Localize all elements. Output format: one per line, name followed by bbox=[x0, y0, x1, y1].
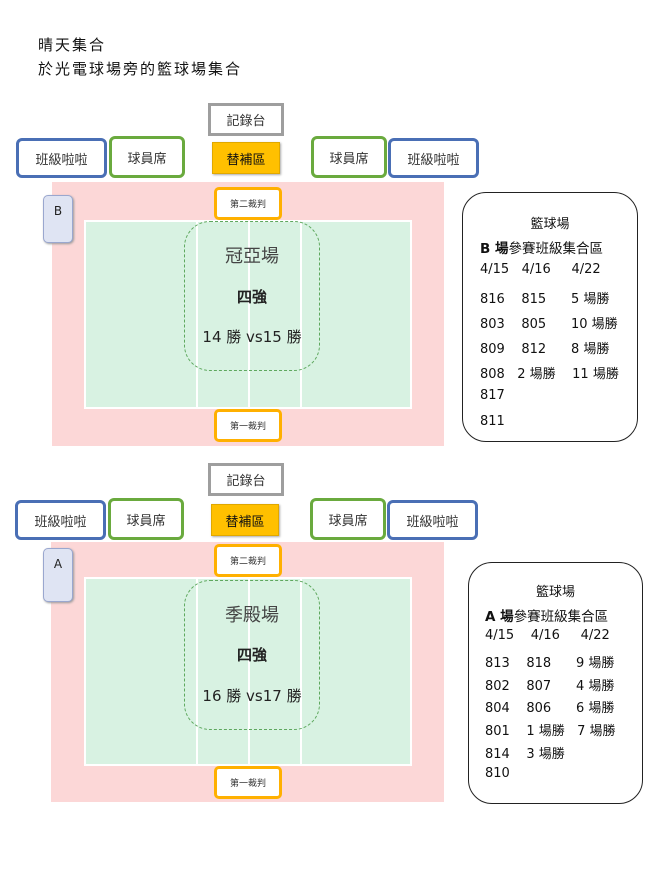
cheer-area-left: 班級啦啦 bbox=[15, 500, 106, 540]
card-row: 817 bbox=[480, 388, 505, 403]
court-line bbox=[196, 222, 198, 407]
second-referee: 第二裁判 bbox=[214, 187, 282, 220]
card-row: 809 812 8 場勝 bbox=[480, 342, 610, 357]
court-line bbox=[300, 222, 302, 407]
card-title: 籃球場 bbox=[530, 217, 570, 232]
court-line bbox=[300, 579, 302, 764]
card-subtitle: A 場參賽班級集合區 bbox=[485, 605, 608, 625]
first-referee: 第一裁判 bbox=[214, 409, 282, 442]
court-center-line bbox=[248, 222, 250, 407]
card-subtitle: B 場參賽班級集合區 bbox=[480, 237, 603, 257]
card-title: 籃球場 bbox=[535, 585, 575, 600]
second-referee: 第二裁判 bbox=[214, 544, 282, 577]
court-label-tab: A bbox=[43, 548, 73, 602]
bench-right: 球員席 bbox=[310, 498, 386, 540]
venue-name: 冠亞場 bbox=[225, 246, 279, 267]
header-line-2: 於光電球場旁的籃球場集合 bbox=[38, 60, 243, 78]
card-row: 814 3 場勝 bbox=[485, 747, 565, 762]
court-surface bbox=[84, 577, 412, 766]
card-row: 810 bbox=[485, 766, 510, 781]
bench-left: 球員席 bbox=[109, 136, 185, 178]
card-row: 808 2 場勝 11 場勝 bbox=[480, 367, 619, 382]
first-referee: 第一裁判 bbox=[214, 766, 282, 799]
venue-name: 季殿場 bbox=[225, 605, 279, 626]
bench-right: 球員席 bbox=[311, 136, 387, 178]
card-row: 4/15 4/16 4/22 bbox=[485, 628, 610, 643]
cheer-area-left: 班級啦啦 bbox=[16, 138, 107, 178]
assembly-card: 籃球場 A 場參賽班級集合區 4/15 4/16 4/22 813 818 9 … bbox=[468, 562, 643, 804]
card-row: 804 806 6 場勝 bbox=[485, 701, 615, 716]
card-row: 802 807 4 場勝 bbox=[485, 679, 615, 694]
court-center-line bbox=[248, 579, 250, 764]
cheer-area-right: 班級啦啦 bbox=[387, 500, 478, 540]
card-row: 811 bbox=[480, 414, 505, 429]
card-subtitle-text: 參賽班級集合區 bbox=[513, 609, 609, 625]
key-area bbox=[184, 221, 320, 371]
card-row: 803 805 10 場勝 bbox=[480, 317, 618, 332]
court-label-tab: B bbox=[43, 195, 73, 243]
score-label: 16 勝 vs17 勝 bbox=[202, 687, 302, 705]
court-line bbox=[196, 579, 198, 764]
score-label: 14 勝 vs15 勝 bbox=[202, 328, 302, 346]
substitution-zone: 替補區 bbox=[212, 142, 280, 174]
card-subtitle-court: A 場 bbox=[485, 609, 514, 625]
recorder-table: 記錄台 bbox=[208, 103, 284, 136]
card-subtitle-text: 參賽班級集合區 bbox=[508, 241, 604, 257]
round-label: 四強 bbox=[236, 646, 267, 664]
card-row: 816 815 5 場勝 bbox=[480, 292, 610, 307]
substitution-zone: 替補區 bbox=[211, 504, 279, 536]
card-subtitle-court: B 場 bbox=[480, 241, 509, 257]
round-label: 四強 bbox=[236, 288, 267, 306]
card-row: 813 818 9 場勝 bbox=[485, 656, 615, 671]
bench-left: 球員席 bbox=[108, 498, 184, 540]
recorder-table: 記錄台 bbox=[208, 463, 284, 496]
header-line-1: 晴天集合 bbox=[38, 36, 107, 54]
card-row: 801 1 場勝 7 場勝 bbox=[485, 724, 616, 739]
key-area bbox=[184, 580, 320, 730]
cheer-area-right: 班級啦啦 bbox=[388, 138, 479, 178]
card-row: 4/15 4/16 4/22 bbox=[480, 262, 601, 277]
assembly-card: 籃球場 B 場參賽班級集合區 4/15 4/16 4/22 816 815 5 … bbox=[462, 192, 638, 442]
